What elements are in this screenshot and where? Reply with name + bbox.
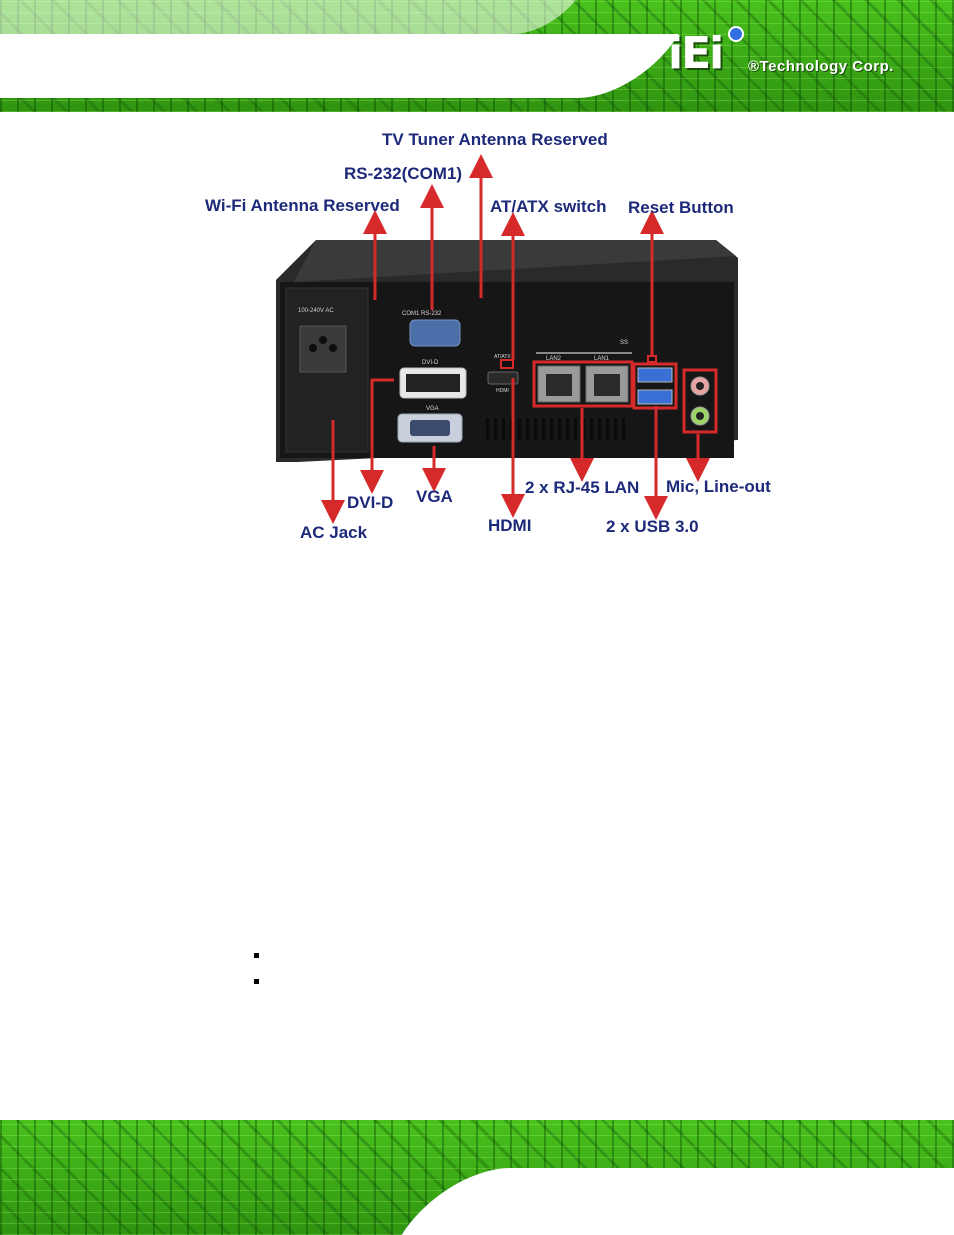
label-micline: Mic, Line-out <box>666 477 771 496</box>
usb-port-1 <box>637 367 673 383</box>
iei-logo: iEi ®Technology Corp. <box>668 24 918 80</box>
com-marking: COM1 RS-232 <box>402 311 442 317</box>
atatx-switch <box>500 359 514 369</box>
audio-callout-box <box>682 368 718 434</box>
rear-panel-figure: 100-240V AC COM1 RS-232 DVI-D VGA AT/ATX… <box>0 0 954 560</box>
label-hdmi: HDMI <box>488 516 532 535</box>
lan1-marking: LAN1 <box>594 356 610 362</box>
ac-jack <box>299 325 347 373</box>
label-atatx: AT/ATX switch <box>490 197 607 216</box>
hdmi-marking: HDMI <box>496 388 509 394</box>
bullet-marker <box>254 979 259 984</box>
com-port <box>409 319 461 347</box>
label-dvid: DVI-D <box>347 493 394 512</box>
ss-marking: SS <box>620 340 628 346</box>
label-usb: 2 x USB 3.0 <box>606 517 699 536</box>
chassis-top-face <box>294 240 736 282</box>
chassis-rear-view: 100-240V AC COM1 RS-232 DVI-D VGA AT/ATX… <box>276 240 738 462</box>
label-wifi: Wi-Fi Antenna Reserved <box>205 196 400 215</box>
dvi-marking: DVI-D <box>422 360 439 366</box>
label-rs232: RS-232(COM1) <box>344 164 463 183</box>
header-pcb-banner: iEi ®Technology Corp. <box>0 0 954 112</box>
label-tv-tuner: TV Tuner Antenna Reserved <box>382 130 608 149</box>
label-rj45: 2 x RJ-45 LAN <box>525 478 640 497</box>
atatx-marking: AT/ATX <box>494 354 511 360</box>
footer-pcb-banner <box>0 1120 954 1235</box>
dvid-arrow <box>360 378 394 494</box>
footer-swoosh <box>399 1168 954 1235</box>
logo-mark: iEi <box>668 28 724 79</box>
lan2-marking: LAN2 <box>546 356 562 362</box>
hdmi-port <box>487 371 519 385</box>
logo-dot <box>728 26 744 42</box>
lan-callout-box <box>532 360 634 408</box>
vga-marking: VGA <box>426 406 439 412</box>
bullet-marker <box>254 953 259 958</box>
ac-voltage-marking: 100-240V AC <box>298 308 334 314</box>
label-acjack: AC Jack <box>300 523 368 542</box>
label-reset: Reset Button <box>628 198 734 217</box>
callout-arrows <box>321 154 710 524</box>
logo-text: ®Technology Corp. <box>748 58 894 75</box>
label-vga: VGA <box>416 487 453 506</box>
usb-port-2 <box>637 389 673 405</box>
